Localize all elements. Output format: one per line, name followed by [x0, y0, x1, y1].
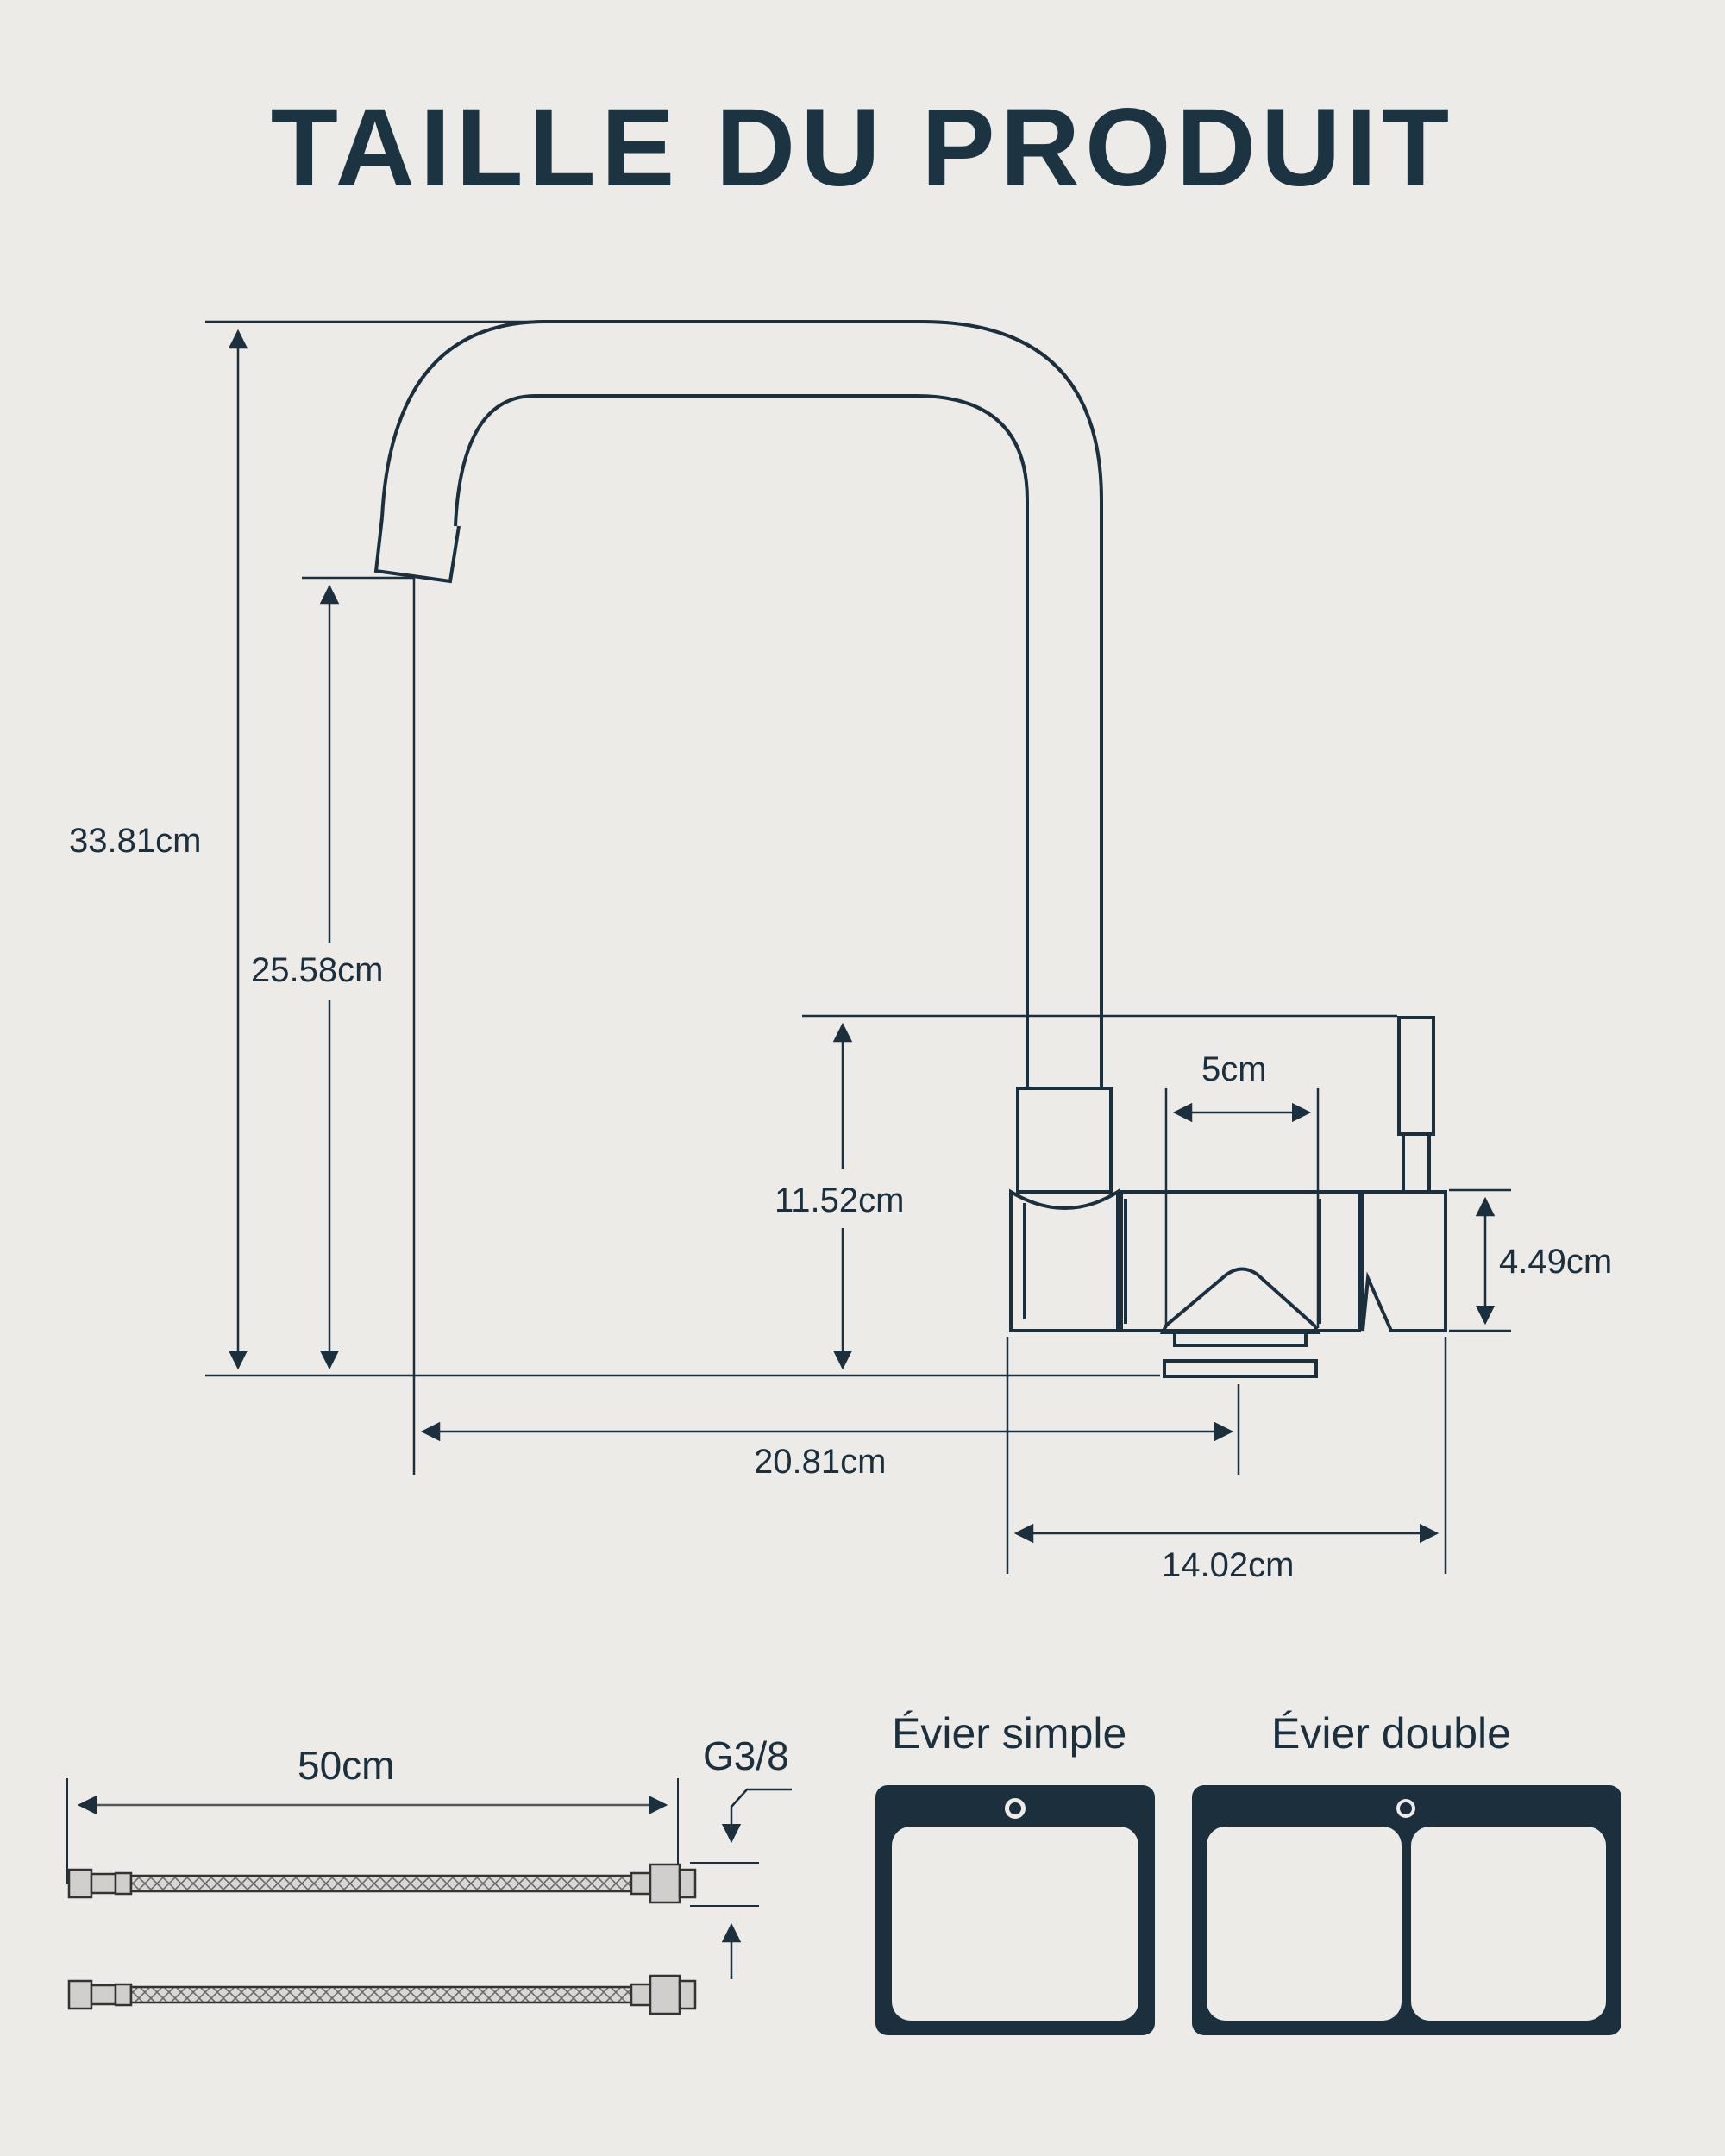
sink-single-label: Évier simple [892, 1709, 1126, 1758]
handle-lever [1397, 1016, 1435, 1136]
sink-double: Évier double [1192, 1709, 1622, 2035]
sink-single: Évier simple [875, 1709, 1155, 2035]
spout-tip [373, 517, 461, 584]
hose-1 [67, 1863, 697, 1904]
handle-housing [1361, 1190, 1447, 1332]
spout-outer [380, 320, 1103, 1088]
hose-thread-label: G3/8 [703, 1733, 789, 1778]
neck-collar [1016, 1087, 1113, 1194]
dimension-labels: 33.81cm 25.58cm 11.52cm 5cm 4.49cm 20.81… [69, 822, 1612, 1584]
dim-total-height: 33.81cm [69, 822, 201, 860]
dim-body-height: 11.52cm [775, 1181, 904, 1219]
sink-double-basin-right [1411, 1827, 1606, 2021]
page-title: TAILLE DU PRODUIT [270, 86, 1455, 210]
base-left-block [1009, 1188, 1120, 1332]
dim-spout-height: 25.58cm [251, 951, 383, 989]
dim-base-height: 4.49cm [1499, 1243, 1612, 1281]
dim-handle-span: 5cm [1201, 1050, 1267, 1088]
sink-double-basin-left [1207, 1827, 1402, 2021]
dimension-lines [205, 320, 1511, 1574]
faucet-outline [373, 320, 1447, 1378]
dim-base-width: 14.02cm [1162, 1546, 1294, 1584]
mount-peak [1159, 1267, 1321, 1334]
hose-drawing: 50cm G3/8 [66, 1733, 792, 2015]
base-body [1120, 1190, 1361, 1332]
dim-spout-reach: 20.81cm [754, 1443, 886, 1481]
sink-double-label: Évier double [1271, 1709, 1511, 1758]
spout-inner [454, 394, 1029, 1088]
sink-single-basin [892, 1827, 1138, 2021]
mount-plate [1163, 1359, 1318, 1378]
hose-length-label: 50cm [298, 1743, 394, 1788]
hose-2 [67, 1974, 697, 2015]
